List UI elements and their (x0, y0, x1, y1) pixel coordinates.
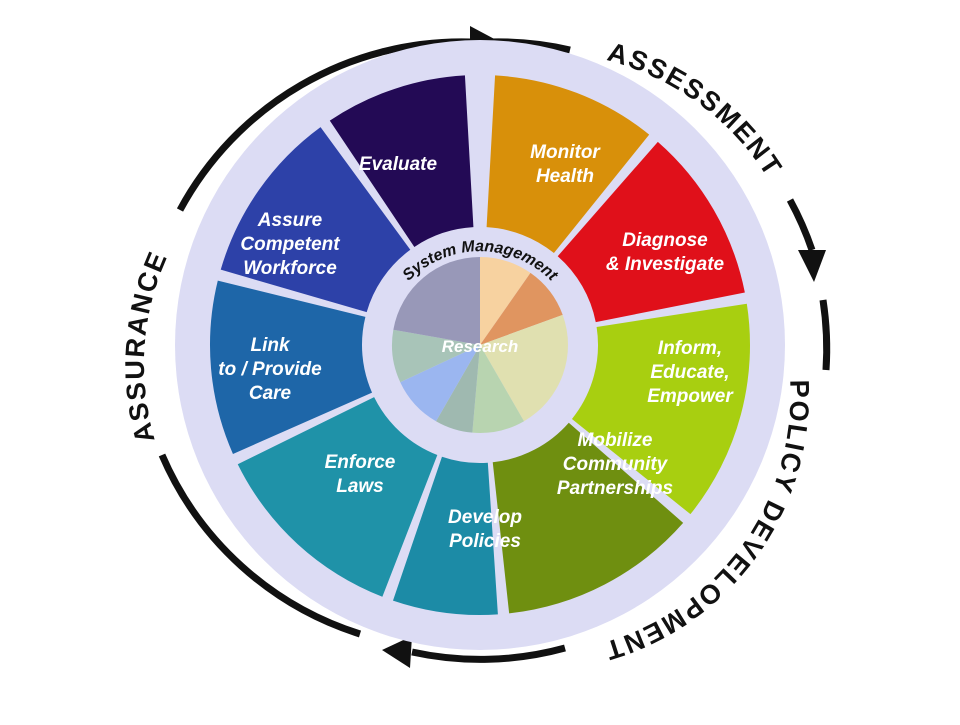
hub-slice (392, 329, 480, 383)
arrow-bottom-head (382, 636, 412, 668)
hub-slice (480, 257, 531, 345)
hub-slice (393, 257, 480, 345)
research-label: Research (442, 337, 519, 356)
service-segments (210, 75, 750, 615)
hub-slice (436, 345, 480, 433)
arrow-right-lower (819, 299, 831, 371)
segment-assure-competent-workforce (220, 127, 411, 313)
arrow-left (158, 453, 362, 638)
segment-evaluate (329, 75, 474, 247)
segment-diagnose-investigate (557, 141, 745, 323)
segment-enforce-laws (237, 397, 438, 597)
arrow-top (176, 38, 471, 212)
segment-monitor-health (486, 75, 650, 254)
segment-link-provide-care (210, 280, 373, 454)
hub-slice (480, 314, 568, 422)
label-evaluate: Evaluate (359, 154, 438, 175)
arrow-right (786, 198, 816, 252)
hub-slice (480, 272, 563, 345)
arrow-right-head (798, 250, 826, 282)
hub-slice (400, 345, 480, 422)
research-hub (392, 257, 568, 433)
segment-inform-educate-empower (571, 303, 750, 515)
segment-mobilize-community-partnerships (492, 422, 684, 614)
hub-slice (472, 345, 524, 433)
label-inform-educate-empower: Inform,Educate,Empower (647, 338, 734, 407)
arrow-bottom (411, 644, 566, 663)
label-diagnose-investigate: Diagnose& Investigate (606, 230, 725, 275)
segment-develop-policies (392, 456, 498, 615)
assurance-label: ASSURANCE (120, 246, 173, 446)
